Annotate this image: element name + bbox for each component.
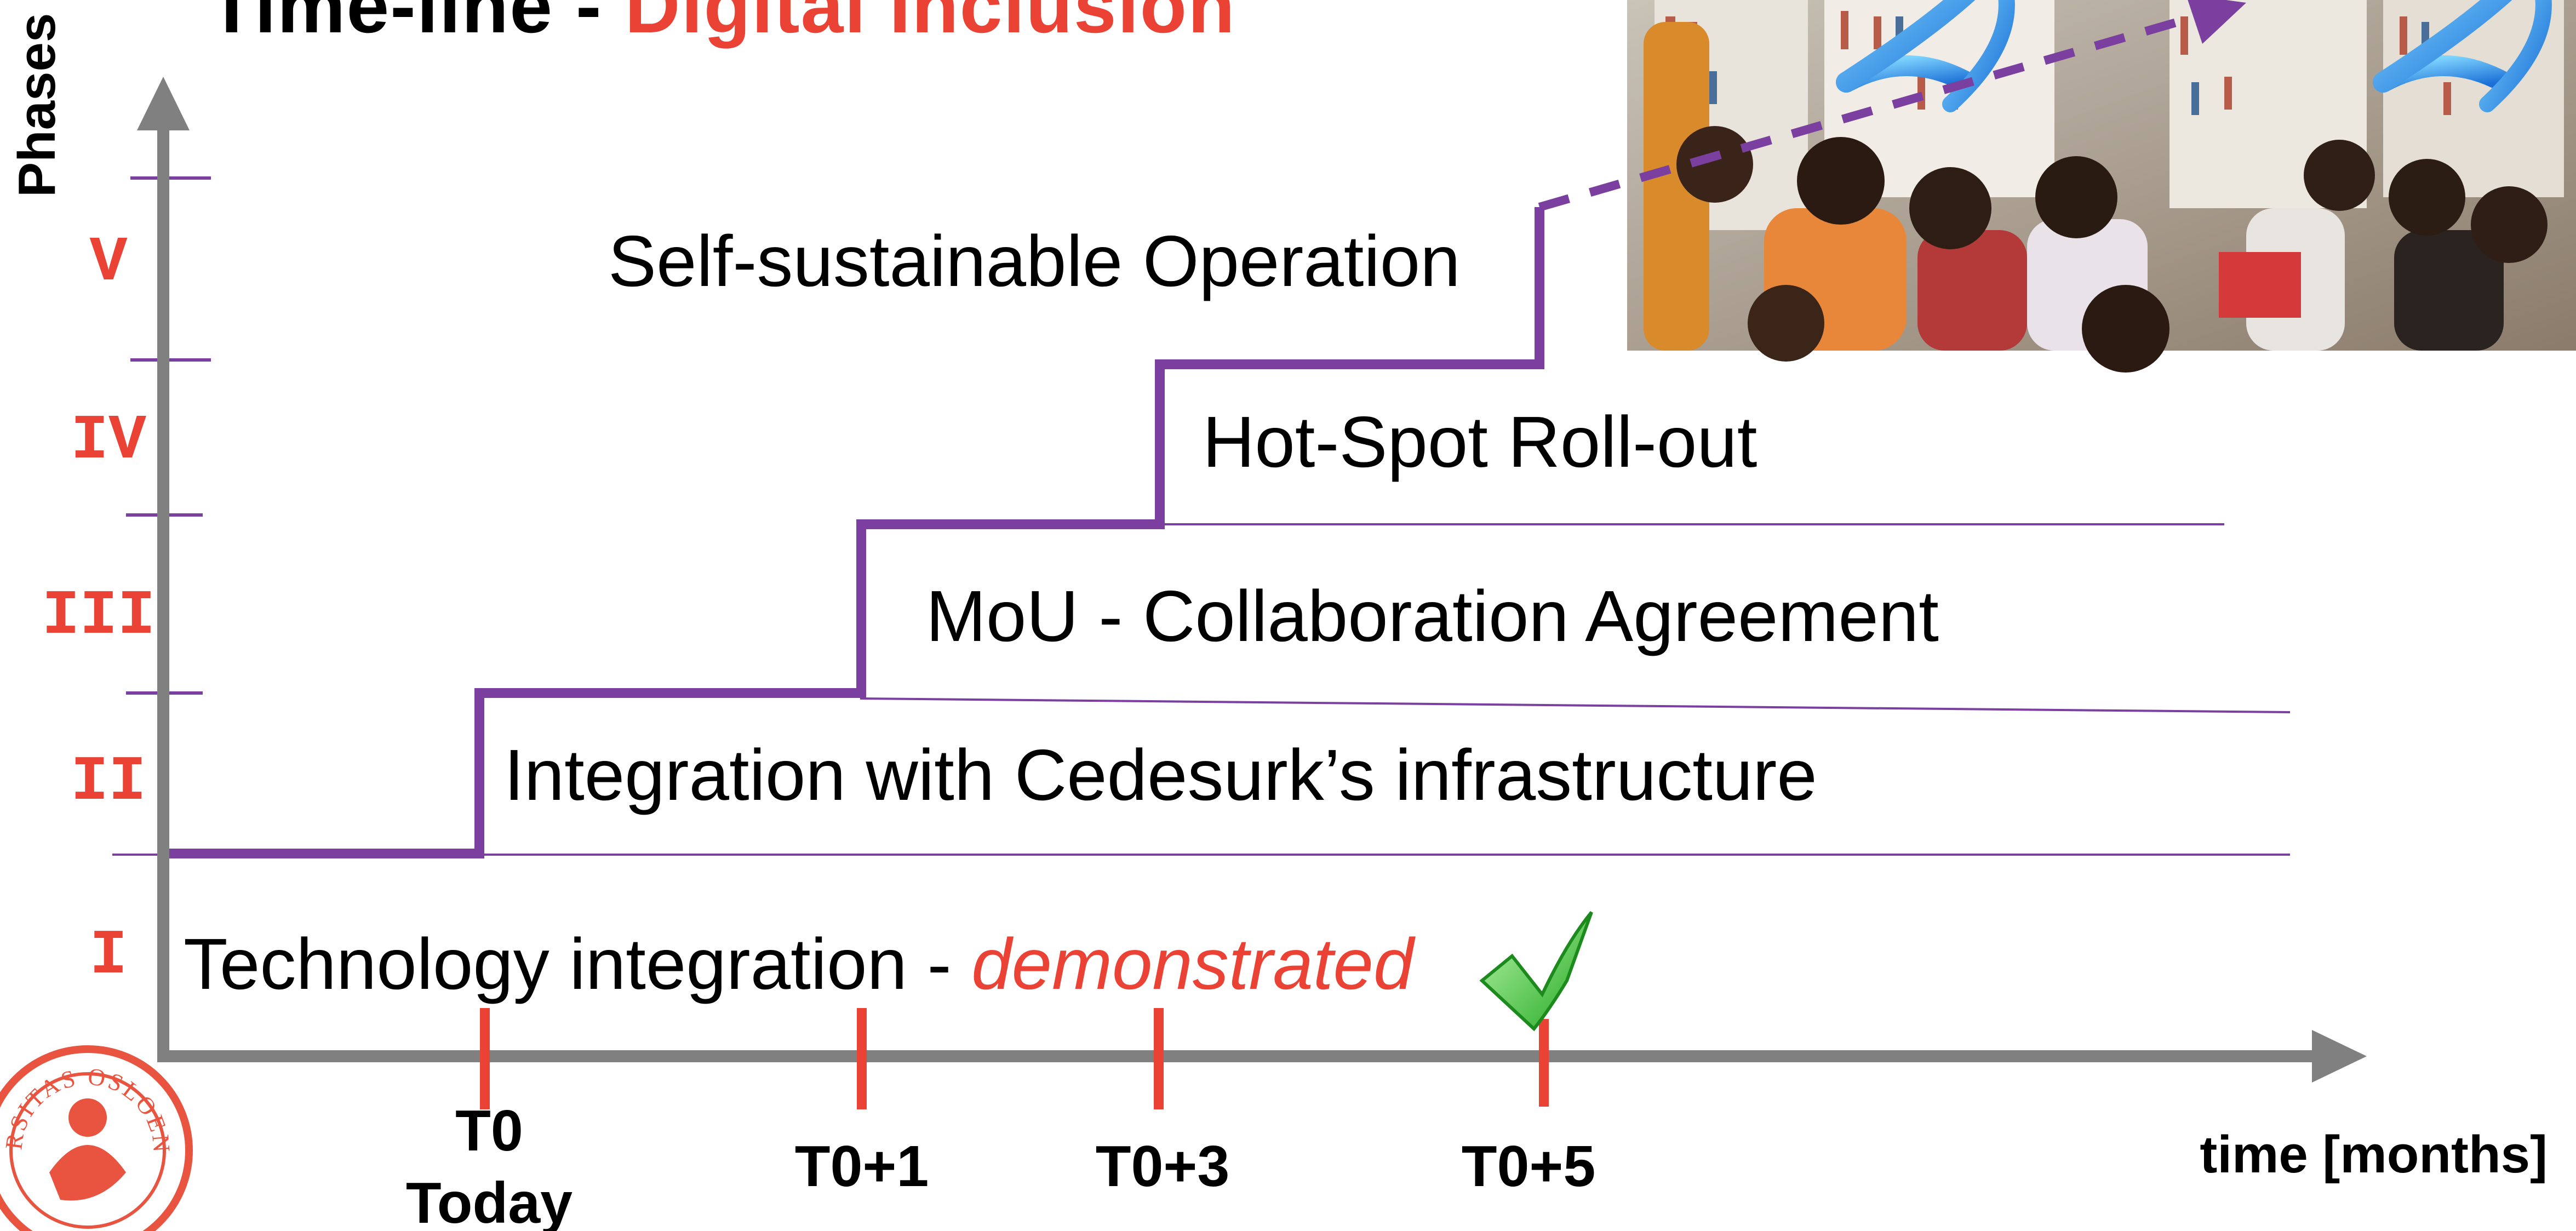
- time-tick-today: Today: [406, 1171, 573, 1231]
- phase-label-2: II: [71, 746, 146, 818]
- dashed-arrow: [1538, 0, 2246, 211]
- phase-label-3: III: [42, 580, 155, 652]
- phase-label-5: V: [89, 227, 127, 299]
- stage-technology-integration: Technology integration - demonstrated: [184, 924, 1416, 1004]
- x-axis-label: time [months]: [2200, 1125, 2548, 1184]
- phase-label-1: I: [89, 920, 127, 992]
- stage-hotspot: Hot-Spot Roll-out: [1203, 402, 1757, 482]
- stage-self-sustainable: Self-sustainable Operation: [608, 221, 1461, 301]
- time-tick-t0-1: T0+1: [795, 1134, 929, 1199]
- checkmark-icon: [1479, 911, 1593, 1032]
- wifi-signal-icon: [1836, 0, 2015, 112]
- time-tick-t0: T0: [455, 1098, 523, 1163]
- y-axis-label: Phases: [8, 13, 66, 197]
- time-tick-t0-3: T0+3: [1096, 1134, 1230, 1199]
- phase-step-line: [167, 207, 1544, 858]
- phase-label-4: IV: [71, 405, 146, 477]
- title-highlight: Digital Inclusion: [625, 0, 1236, 49]
- x-axis-ticks: [480, 1008, 1549, 1109]
- time-tick-t0-5: T0+5: [1462, 1134, 1596, 1199]
- stage-integration: Integration with Cedesurk’s infrastructu…: [504, 735, 1817, 815]
- slide-title: Time-line - Digital Inclusion: [208, 0, 1236, 50]
- axes: [137, 77, 2367, 1083]
- title-main: Time-line: [208, 0, 554, 49]
- stage-mou: MoU - Collaboration Agreement: [926, 576, 1939, 656]
- wifi-signal-icon: [2373, 0, 2552, 112]
- demonstrated-label: demonstrated: [971, 924, 1416, 1004]
